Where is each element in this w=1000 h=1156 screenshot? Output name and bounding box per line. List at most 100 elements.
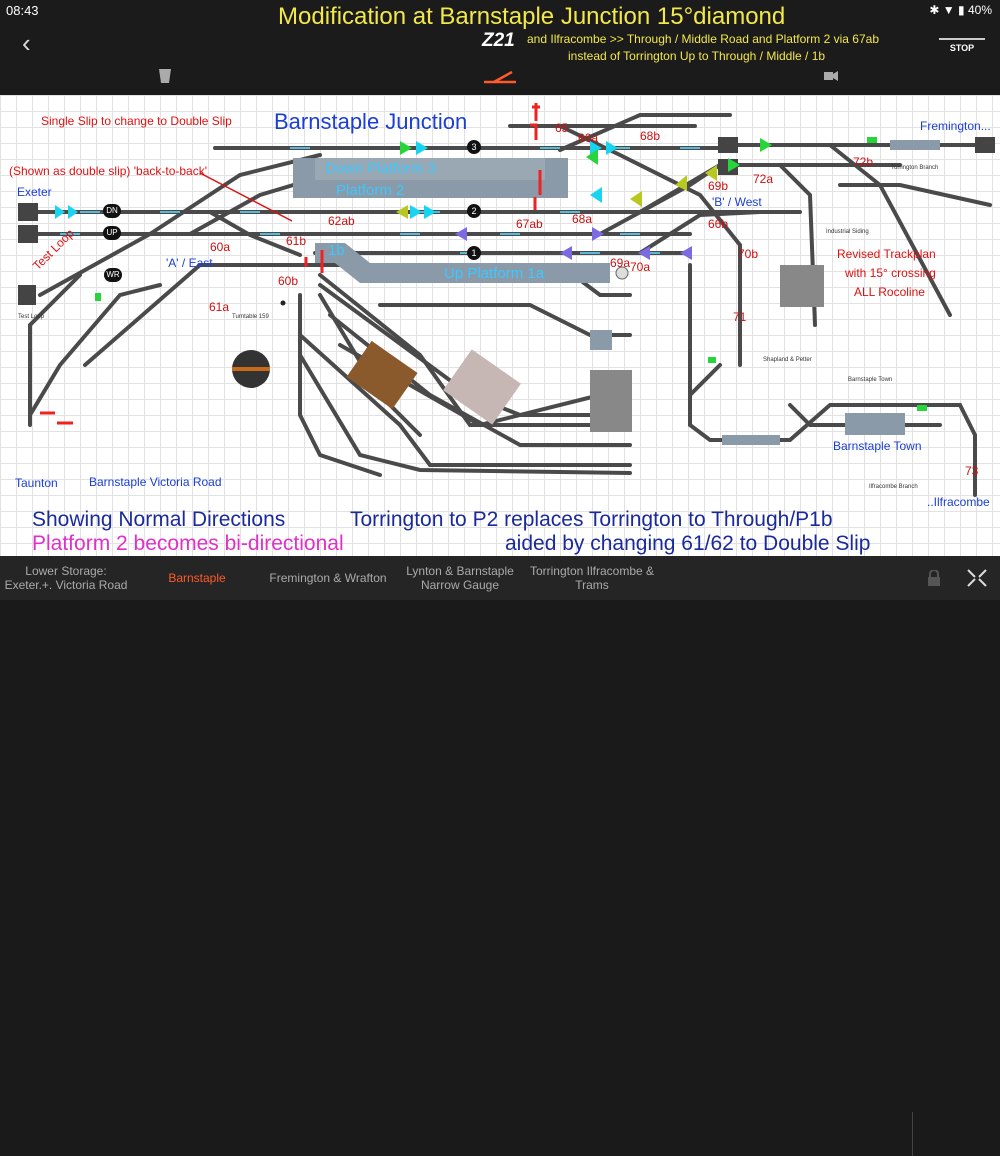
switch-69a: 69a: [610, 256, 631, 270]
switch-73: 73: [965, 464, 979, 478]
down-platform-3-block: [315, 158, 545, 180]
label-exeter: Exeter: [17, 185, 52, 199]
track-lines: [18, 113, 992, 497]
status-time: 08:43: [6, 3, 39, 18]
test-loop-buffer: [18, 285, 36, 305]
switch-68b: 68b: [640, 129, 661, 143]
label-ilfracombe-branch: Ilfracombe Branch: [869, 484, 918, 490]
expand-icon[interactable]: [966, 568, 988, 588]
label-up-platform-1a: Up Platform 1a: [444, 265, 545, 282]
battery-icon: ▮: [958, 3, 965, 17]
block-west-1: [718, 137, 738, 153]
switch-62ab: 62ab: [328, 214, 355, 228]
grey-shed: [443, 349, 521, 425]
buffer-stop: [615, 266, 629, 280]
lock-icon[interactable]: [927, 570, 941, 586]
barnstaple-town-platform: [845, 413, 905, 435]
label-fremington: Fremington...: [920, 119, 991, 133]
tab-fremington-wrafton[interactable]: Fremington & Wrafton: [269, 571, 387, 585]
label-turntable: Turntable 159: [232, 314, 269, 320]
label-torrington-branch: Torrington Branch: [891, 165, 939, 171]
track-plan-drawing: [18, 103, 995, 497]
signals: [40, 103, 927, 425]
label-platform-2: Platform 2: [336, 182, 405, 199]
switch-60b: 60b: [278, 274, 299, 288]
switch-70b: 70b: [738, 247, 759, 261]
back-icon[interactable]: ‹: [22, 28, 31, 58]
trash-icon[interactable]: [158, 68, 172, 84]
track-plan-canvas: 3 DN 2 UP 1 WR Barnstaple Junction Singl…: [0, 95, 1000, 556]
industrial-shed: [780, 265, 824, 307]
bottom-nav: Lower Storage: Exeter.+. Victoria Road B…: [0, 556, 1000, 1156]
label-platform-1b: 1b: [328, 242, 345, 259]
track-badge-1: 1: [467, 246, 481, 260]
direction-arrows: [55, 138, 772, 260]
label-shapland: Shapland & Petter: [763, 357, 812, 363]
note-revised-3: ALL Rocoline: [854, 285, 925, 299]
label-industrial-siding: Industrial Siding: [826, 229, 869, 235]
up-platform-1a-block: [315, 243, 610, 283]
note-revised-1: Revised Trackplan: [837, 247, 936, 261]
tab-lynton-barnstaple[interactable]: Lynton & Barnstaple Narrow Gauge: [406, 564, 514, 592]
tab-barnstaple[interactable]: Barnstaple: [168, 571, 226, 585]
switch-61a: 61a: [209, 300, 230, 314]
camera-icon[interactable]: [824, 70, 838, 82]
exeter-down-buffer: [18, 203, 38, 221]
tram-platform: [722, 435, 780, 445]
switch-72b: 72b: [853, 155, 874, 169]
switch-68a: 68a: [572, 212, 593, 226]
label-barnstaple-town-small: Barnstaple Town: [848, 377, 893, 383]
goods-shed: [590, 370, 632, 432]
label-test-loop-small: Test Loop: [18, 314, 45, 320]
tab-lower-storage[interactable]: Lower Storage: Exeter.+. Victoria Road: [4, 564, 128, 592]
label-barnstaple-town: Barnstaple Town: [833, 439, 922, 453]
station-heading: Barnstaple Junction: [274, 109, 468, 134]
wifi-icon: ▼: [942, 3, 955, 17]
app-logo: Z21: [482, 30, 515, 51]
junction-dot: [280, 300, 286, 306]
exeter-up-buffer: [18, 225, 38, 243]
footer-normal-directions: Showing Normal Directions: [32, 508, 286, 531]
label-victoria-road: Barnstaple Victoria Road: [89, 475, 222, 489]
track-switch-icon: [484, 70, 516, 84]
small-platform: [590, 330, 612, 350]
footer-bidirectional: Platform 2 becomes bi-directional: [32, 532, 344, 555]
top-bar: 08:43 ✱ ▼ ▮ 40% ‹ Modification at Barnst…: [0, 0, 1000, 95]
fremington-buffer: [975, 137, 995, 153]
track-badge-2: 2: [467, 204, 481, 218]
label-a-east: 'A' / East: [166, 256, 213, 270]
switch-67ab: 67ab: [516, 217, 543, 231]
note-shown-double: (Shown as double slip) 'back-to-back': [9, 164, 208, 178]
track-badge-dn: DN: [103, 204, 121, 218]
switch-61b: 61b: [286, 234, 307, 248]
subtitle-line-2: instead of Torrington Up to Through / Mi…: [568, 49, 826, 63]
switch-70a: 70a: [630, 260, 651, 274]
track-badge-wr: WR: [104, 268, 122, 282]
track-badge-up: UP: [103, 226, 121, 240]
label-b-west: 'B' / West: [712, 195, 762, 209]
nav-divider: [912, 1112, 913, 1156]
track-badge-3: 3: [467, 140, 481, 154]
note-single-slip: Single Slip to change to Double Slip: [41, 114, 232, 128]
switch-72a: 72a: [753, 172, 774, 186]
annotation-line: [199, 172, 293, 222]
status-icons: ✱ ▼ ▮ 40%: [929, 3, 992, 17]
brown-shed: [346, 340, 418, 410]
label-down-platform-3: Down Platform 3: [325, 160, 436, 177]
label-ilfracombe: ..Ilfracombe: [927, 495, 990, 509]
label-taunton: Taunton: [15, 476, 58, 490]
stop-button[interactable]: STOP: [939, 38, 985, 53]
fremington-platform: [890, 140, 940, 150]
bluetooth-icon: ✱: [929, 3, 940, 17]
switch-66a: 66a: [578, 131, 599, 145]
switch-60a: 60a: [210, 240, 231, 254]
footer-torrington-note: Torrington to P2 replaces Torrington to …: [350, 508, 833, 531]
switch-65: 65: [555, 121, 569, 135]
switch-71: 71: [733, 310, 747, 324]
tab-torrington-ilfracombe[interactable]: Torrington Ilfracombe & Trams: [529, 564, 655, 592]
rail-accents: [60, 147, 700, 254]
battery-level: 40%: [967, 3, 992, 17]
note-revised-2: with 15° crossing: [845, 266, 936, 280]
subtitle-line-1: and Ilfracombe >> Through / Middle Road …: [527, 32, 879, 46]
footer-double-slip: aided by changing 61/62 to Double Slip: [505, 532, 871, 555]
